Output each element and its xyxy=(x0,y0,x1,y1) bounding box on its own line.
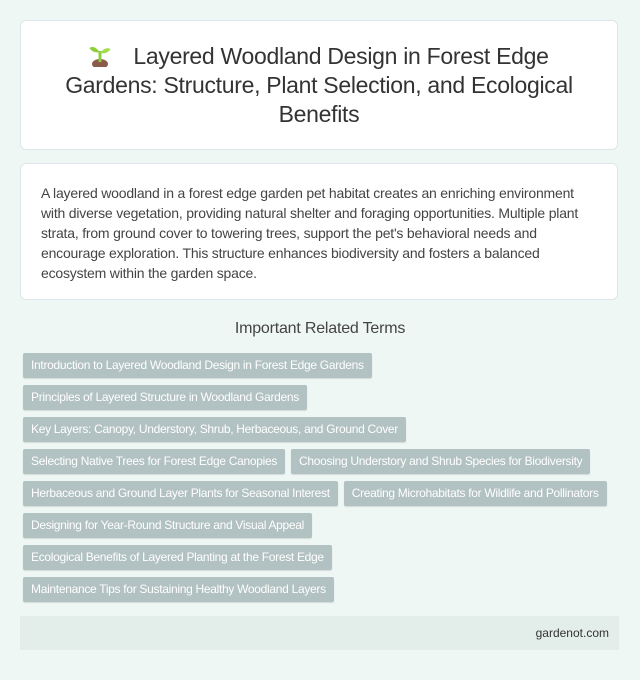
related-term-chip[interactable]: Principles of Layered Structure in Woodl… xyxy=(23,385,307,410)
related-term-chip[interactable]: Designing for Year-Round Structure and V… xyxy=(23,513,313,538)
related-term-chip[interactable]: Creating Microhabitats for Wildlife and … xyxy=(343,481,607,506)
related-term-chip[interactable]: Introduction to Layered Woodland Design … xyxy=(23,353,372,378)
summary-card: A layered woodland in a forest edge gard… xyxy=(20,163,618,300)
summary-text: A layered woodland in a forest edge gard… xyxy=(41,185,579,281)
page-title: Layered Woodland Design in Forest Edge G… xyxy=(45,42,593,129)
related-terms-heading: Important Related Terms xyxy=(234,320,406,337)
related-term-chip[interactable]: Herbaceous and Ground Layer Plants for S… xyxy=(23,481,338,506)
related-term-chip[interactable]: Ecological Benefits of Layered Planting … xyxy=(23,545,332,570)
footer: gardenot.com xyxy=(20,616,619,650)
related-terms-list: Introduction to Layered Woodland Design … xyxy=(23,353,623,602)
page-title-text: Layered Woodland Design in Forest Edge G… xyxy=(65,42,573,127)
related-term-chip[interactable]: Key Layers: Canopy, Understory, Shrub, H… xyxy=(23,417,406,442)
related-term-chip[interactable]: Maintenance Tips for Sustaining Healthy … xyxy=(23,577,334,602)
site-link[interactable]: gardenot.com xyxy=(535,626,609,640)
title-card: Layered Woodland Design in Forest Edge G… xyxy=(20,20,618,150)
seedling-icon xyxy=(89,46,111,67)
related-term-chip[interactable]: Selecting Native Trees for Forest Edge C… xyxy=(23,449,286,474)
related-term-chip[interactable]: Choosing Understory and Shrub Species fo… xyxy=(291,449,591,474)
